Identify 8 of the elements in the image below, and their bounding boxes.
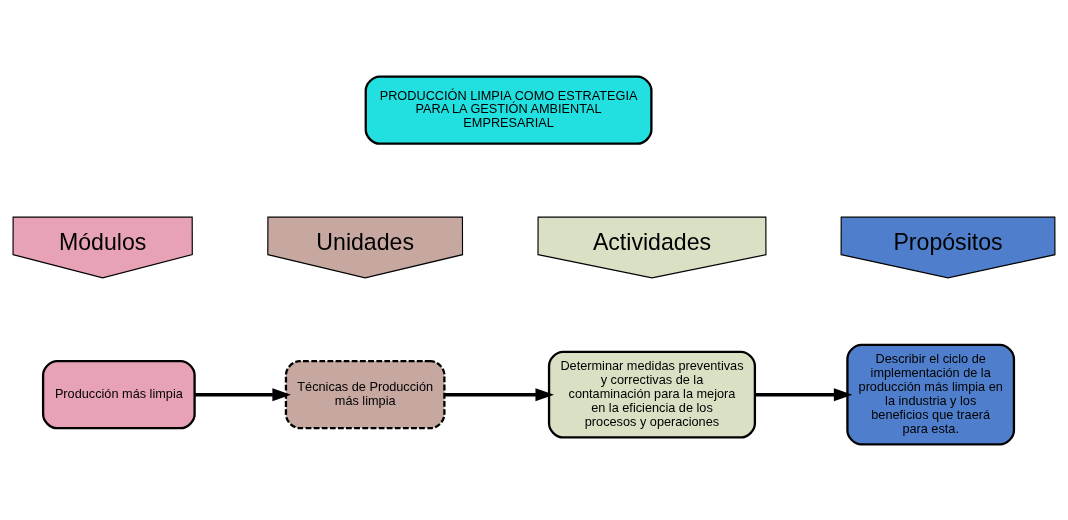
node-box: Técnicas de Producción más limpia	[284, 359, 446, 429]
node-box: Describir el ciclo de implementación de la producción más limpia en la industria y los beneficios que traerá para esta.	[846, 343, 1016, 446]
arrow	[194, 387, 291, 401]
node-box: PRODUCCIÓN LIMPIA COMO ESTRATEGIA PARA LA GESTIÓN AMBIENTAL EMPRESARIAL	[364, 74, 653, 145]
arrow	[755, 387, 853, 401]
node-box: Producción más limpia	[41, 359, 196, 429]
node-box: Determinar medidas preventivas y correctivas de la contaminación para la mejora en la eficiencia de los procesos y operaciones	[547, 350, 757, 439]
arrow	[444, 387, 554, 401]
